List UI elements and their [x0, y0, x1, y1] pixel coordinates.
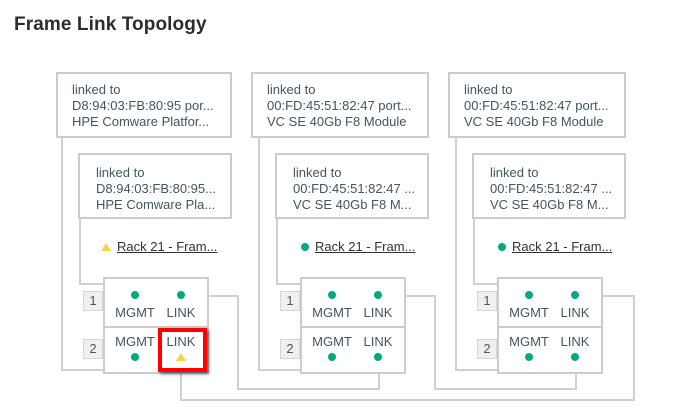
status-ok-dot-icon	[177, 291, 185, 299]
frame-1-outer-link-box: linked to D8:94:03:FB:80:95 por... HPE C…	[56, 72, 232, 138]
status-ok-dot-icon	[571, 353, 579, 361]
warning-triangle-icon	[101, 242, 111, 251]
frame-1-enclosure: Rack 21 - Fram...	[101, 239, 217, 254]
bay-1-badge: 1	[83, 291, 103, 311]
linked-device: HPE Comware Pla...	[96, 197, 216, 212]
frame-2-enclosure: Rack 21 - Fram...	[301, 239, 415, 254]
frame-2-inner-link-box: linked to 00:FD:45:51:82:47 ... VC SE 40…	[275, 153, 429, 219]
link-port[interactable]: LINK	[354, 291, 402, 320]
frame-3-module: MGMT LINK MGMT LINK	[497, 277, 603, 374]
linked-device: VC SE 40Gb F8 Module	[267, 114, 407, 129]
frame-3-enclosure: Rack 21 - Fram...	[498, 239, 612, 254]
link-port[interactable]: LINK	[551, 334, 599, 363]
linked-address: 00:FD:45:51:82:47 port...	[267, 98, 412, 113]
status-ok-dot-icon	[571, 291, 579, 299]
bay-2-row: MGMT LINK	[105, 328, 207, 374]
enclosure-link[interactable]: Rack 21 - Fram...	[117, 239, 218, 254]
linked-to-label: linked to	[293, 165, 342, 180]
linked-address: D8:94:03:FB:80:95...	[96, 181, 216, 196]
enclosure-link[interactable]: Rack 21 - Fram...	[315, 239, 416, 254]
linked-address: D8:94:03:FB:80:95 por...	[72, 98, 214, 113]
mgmt-port[interactable]: MGMT	[505, 291, 553, 320]
bay-1-badge: 1	[477, 291, 497, 311]
status-ok-dot-icon	[328, 291, 336, 299]
bay-2-badge: 2	[477, 339, 497, 359]
page-title: Frame Link Topology	[14, 14, 207, 35]
status-ok-dot-icon	[498, 242, 506, 251]
linked-address: 00:FD:45:51:82:47 port...	[464, 98, 609, 113]
frame-1-module: MGMT LINK MGMT LINK	[103, 277, 209, 374]
linked-device: HPE Comware Platfor...	[72, 114, 210, 129]
linked-device: VC SE 40Gb F8 M...	[293, 197, 412, 212]
frame-2-outer-link-box: linked to 00:FD:45:51:82:47 port... VC S…	[251, 72, 429, 138]
enclosure-link[interactable]: Rack 21 - Fram...	[512, 239, 613, 254]
status-ok-dot-icon	[131, 291, 139, 299]
frame-2-module: MGMT LINK MGMT LINK	[300, 277, 406, 374]
status-ok-dot-icon	[374, 353, 382, 361]
linked-address: 00:FD:45:51:82:47 ...	[293, 181, 416, 196]
status-ok-dot-icon	[328, 353, 336, 361]
linked-to-label: linked to	[490, 165, 539, 180]
bay-2-badge: 2	[83, 339, 103, 359]
mgmt-port[interactable]: MGMT	[111, 334, 159, 363]
bay-2-row: MGMT LINK	[302, 328, 404, 374]
bay-2-row: MGMT LINK	[499, 328, 601, 374]
linked-to-label: linked to	[464, 82, 513, 97]
warning-triangle-icon	[176, 353, 186, 361]
linked-address: 00:FD:45:51:82:47 ...	[490, 181, 613, 196]
bay-1-badge: 1	[280, 291, 300, 311]
mgmt-port[interactable]: MGMT	[505, 334, 553, 363]
linked-to-label: linked to	[72, 82, 121, 97]
frame-3-inner-link-box: linked to 00:FD:45:51:82:47 ... VC SE 40…	[472, 153, 626, 219]
link-port[interactable]: LINK	[551, 291, 599, 320]
frame-1-inner-link-box: linked to D8:94:03:FB:80:95... HPE Comwa…	[78, 153, 232, 219]
status-ok-dot-icon	[301, 242, 309, 251]
mgmt-port[interactable]: MGMT	[111, 291, 159, 320]
bay-2-badge: 2	[280, 339, 300, 359]
mgmt-port[interactable]: MGMT	[308, 291, 356, 320]
linked-device: VC SE 40Gb F8 M...	[490, 197, 609, 212]
link-port[interactable]: LINK	[354, 334, 402, 363]
status-ok-dot-icon	[131, 353, 139, 361]
link-port[interactable]: LINK	[157, 291, 205, 320]
link-port[interactable]: LINK	[157, 334, 205, 363]
linked-to-label: linked to	[96, 165, 145, 180]
linked-to-label: linked to	[267, 82, 316, 97]
status-ok-dot-icon	[525, 291, 533, 299]
status-ok-dot-icon	[525, 353, 533, 361]
bay-1-row: MGMT LINK	[499, 279, 601, 328]
frame-3-outer-link-box: linked to 00:FD:45:51:82:47 port... VC S…	[448, 72, 626, 138]
bay-1-row: MGMT LINK	[105, 279, 207, 328]
mgmt-port[interactable]: MGMT	[308, 334, 356, 363]
linked-device: VC SE 40Gb F8 Module	[464, 114, 604, 129]
bay-1-row: MGMT LINK	[302, 279, 404, 328]
status-ok-dot-icon	[374, 291, 382, 299]
